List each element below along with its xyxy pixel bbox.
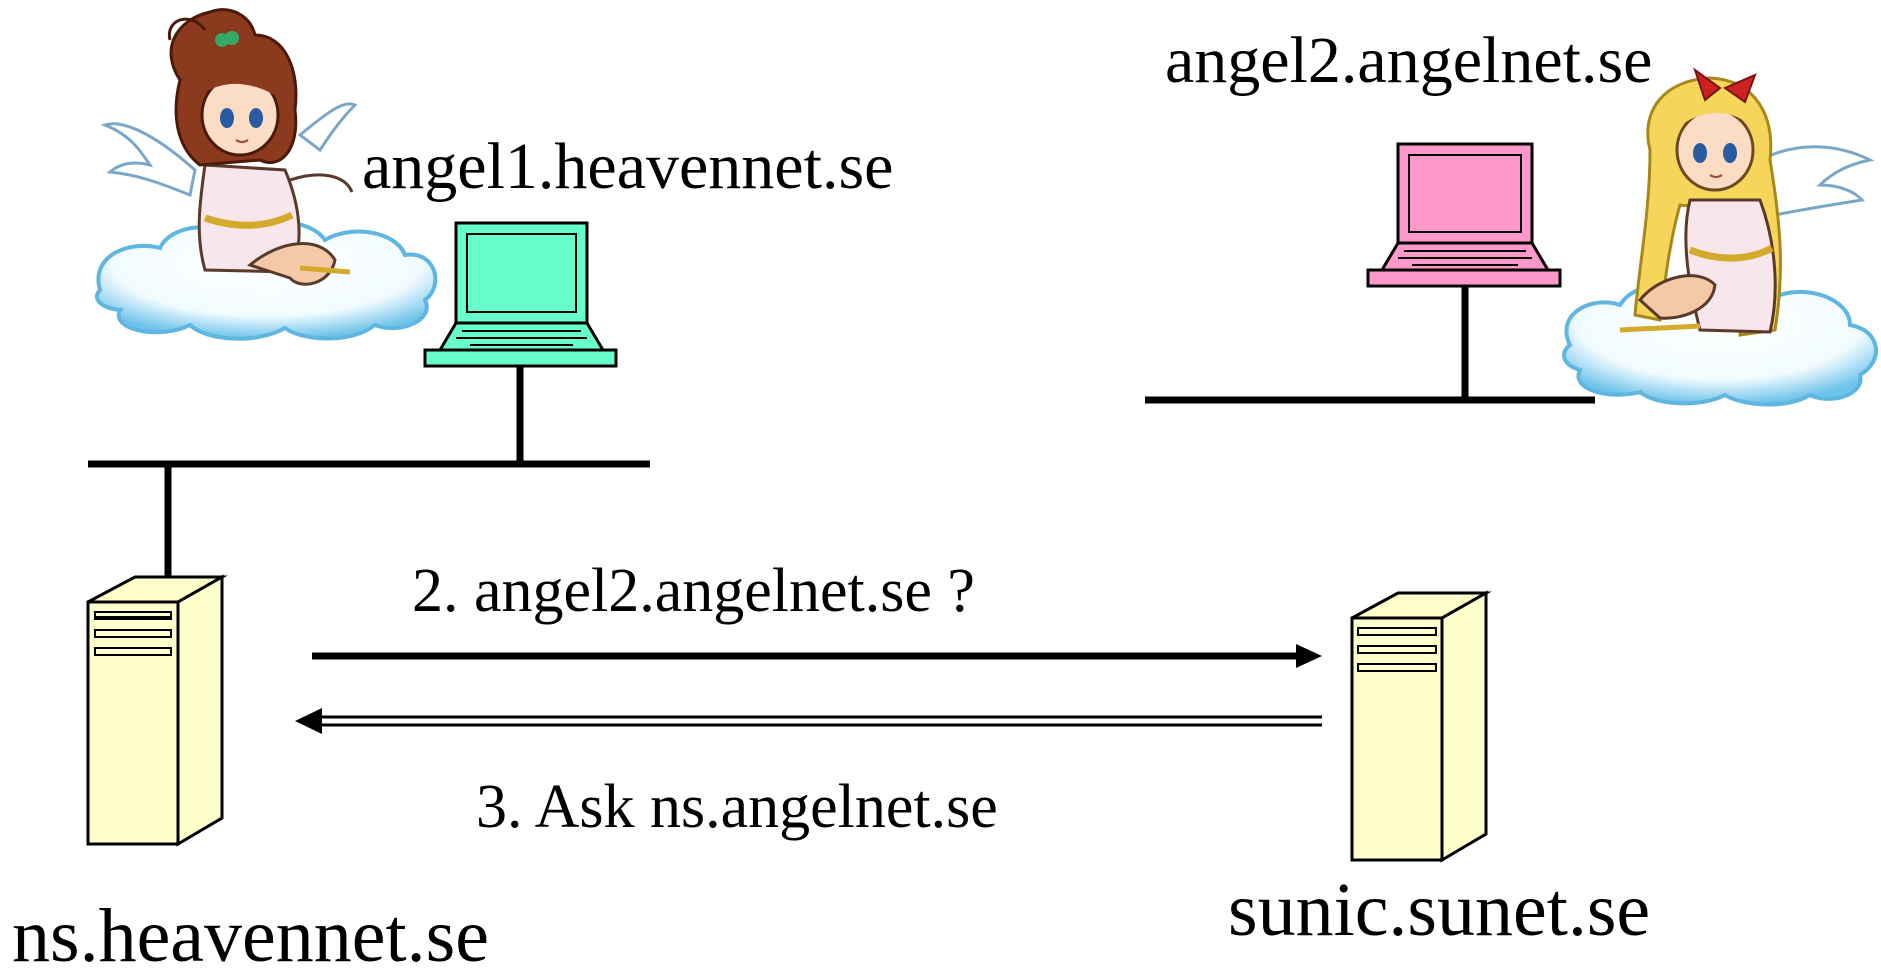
- server-left-icon: [86, 574, 228, 847]
- angel-left-icon: [94, 8, 438, 341]
- reply-arrow: [295, 708, 1322, 734]
- diagram-canvas: [86, 8, 1878, 863]
- reply-message-label: 3. Ask ns.angelnet.se: [476, 773, 998, 841]
- query-message-label: 2. angel2.angelnet.se ?: [412, 557, 975, 625]
- root-server-label: sunic.sunet.se: [1228, 868, 1651, 952]
- ns-server-label: ns.heavennet.se: [12, 894, 489, 978]
- left-network-bus: [88, 366, 650, 578]
- angel-right-icon: [1562, 67, 1878, 407]
- angel1-hostname-label: angel1.heavennet.se: [362, 130, 894, 203]
- laptop-right-icon: [1366, 142, 1562, 288]
- server-right-icon: [1350, 590, 1492, 863]
- query-arrow: [312, 644, 1322, 668]
- laptop-left-icon: [423, 221, 618, 368]
- angel2-hostname-label: angel2.angelnet.se: [1165, 24, 1653, 97]
- right-network-bus: [1145, 286, 1595, 404]
- dns-diagram: angel1.heavennet.se angel2.angelnet.se 2…: [12, 8, 1878, 974]
